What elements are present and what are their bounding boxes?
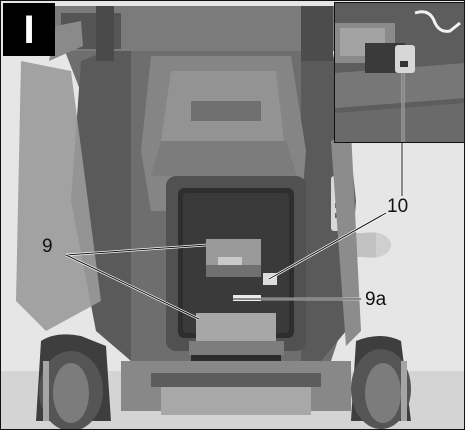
detail-inset-illustration [335,3,464,142]
callout-label-10: 10 [387,196,409,217]
step-letter-badge: I [3,3,55,56]
detail-inset [334,2,464,143]
callout-label-9: 9 [42,236,53,257]
callout-label-9a: 9a [365,289,387,310]
step-letter: I [23,7,35,52]
